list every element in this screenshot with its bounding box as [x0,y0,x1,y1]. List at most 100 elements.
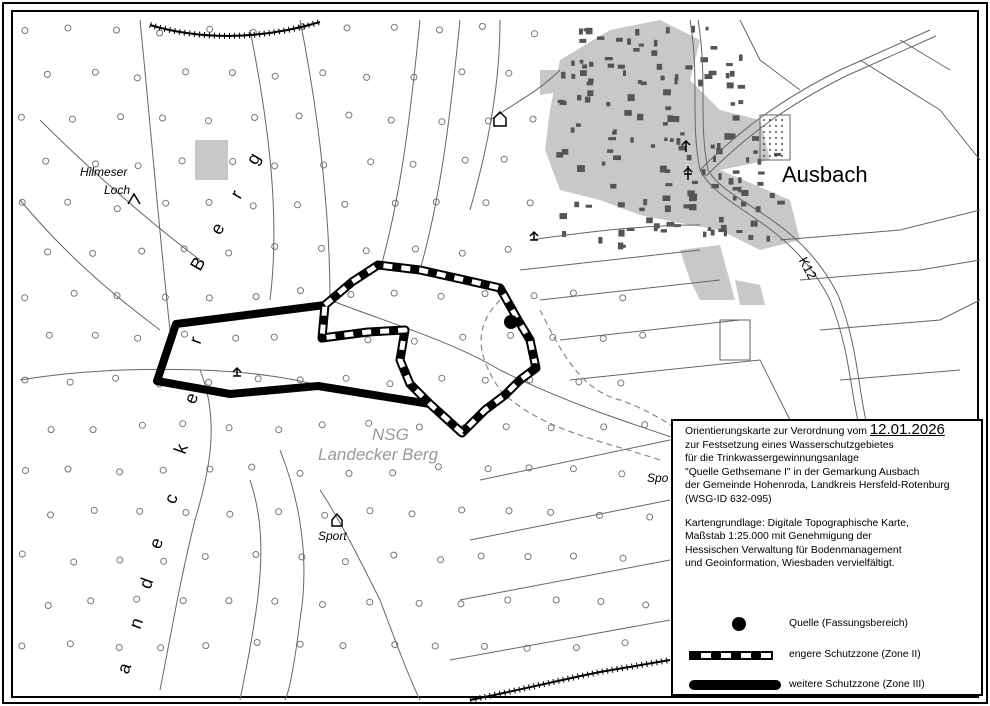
forest-symbol [415,599,423,607]
forest-symbol [549,333,557,341]
building [732,187,740,191]
forest-symbol [318,421,326,429]
building [577,165,585,172]
field-dot [763,131,765,133]
building [577,94,582,101]
building [755,206,761,213]
building [690,193,698,200]
building [618,229,625,237]
forest-symbol [182,509,190,516]
forest-symbol [275,508,283,516]
building [757,181,764,186]
forest-symbol [251,114,259,121]
building [639,207,645,212]
label-loch: Loch [104,183,130,197]
forest-symbol [619,294,627,302]
building [700,57,708,63]
forest-symbol [639,331,647,339]
forest-symbol [206,465,214,473]
building [717,143,721,150]
protection-zone-2[interactable] [317,260,541,438]
forest-symbol [600,423,608,431]
building [710,229,715,236]
label-village: Ausbach [782,162,868,187]
building [607,149,614,153]
building [607,63,615,68]
building [660,75,665,81]
building [653,39,658,47]
building [627,94,635,102]
building [705,26,709,31]
legend-title: Orientierungskarte zur Verordnung vom 12… [685,422,981,439]
building [738,186,742,193]
legend-item-label: Quelle (Fassungsbereich) [789,618,908,629]
forest-symbol [296,640,304,648]
forest-symbol [389,469,397,477]
building [748,234,754,240]
building [736,230,743,233]
forest-symbol [159,466,167,474]
building [613,155,621,161]
spring-dot[interactable] [504,315,518,329]
building [732,115,740,121]
legend-line: (WSG-ID 632-095) [685,493,772,505]
building [559,99,564,105]
forest-symbol [21,27,29,34]
building [674,74,679,81]
forest-symbol [505,69,513,77]
field-dot [781,149,783,151]
buildings [556,25,785,250]
legend-item-zone3: weitere Schutzzone (Zone III) [685,677,975,693]
forest-symbol [387,116,395,124]
building [579,59,584,64]
forest-symbol [89,426,97,434]
forest-symbol [42,157,50,165]
protection-zone-3[interactable] [153,301,434,408]
ridge-label-letter: d [135,575,157,591]
forest-symbol [526,199,534,207]
forest-symbol [136,507,144,515]
label-spo: Spo [647,471,669,485]
ridge-label-letter: k [170,440,192,456]
railway-top [149,19,321,39]
forest-symbol [205,378,213,386]
forest-symbol [437,556,444,564]
forest-symbol [366,598,374,606]
field-dot [775,149,777,151]
building [746,157,750,163]
building [686,154,692,161]
forest-symbol [249,202,257,210]
building [601,161,606,166]
building [638,43,644,47]
forest-symbol [552,596,560,604]
map-inner-frame [11,10,979,698]
forest-symbol [409,160,417,168]
building [571,60,575,66]
forest-symbol [271,243,279,250]
field-dot [775,143,777,145]
forest-symbol [390,289,398,297]
spring-dot-2[interactable] [530,363,540,373]
forest-symbol [297,287,304,295]
railway-bottom [469,657,671,703]
legend-box: Orientierungskarte zur Verordnung vom 12… [671,419,983,696]
building [667,115,673,122]
forest-symbol [575,378,583,386]
building [757,158,762,165]
building [766,235,770,242]
forest-symbol [599,335,607,342]
building [741,190,749,196]
building [576,123,581,127]
field-dot [781,137,783,139]
legend-basis-line: Hessischen Verwaltung für Bodenmanagemen… [685,544,902,556]
forest-symbol [342,374,350,382]
ridge-label-letter: c [160,491,182,506]
forest-symbol [232,334,240,342]
label-sport: Sport [318,529,347,543]
building [710,46,718,50]
building [562,231,567,237]
forest-symbol [134,334,142,342]
building [627,38,631,45]
